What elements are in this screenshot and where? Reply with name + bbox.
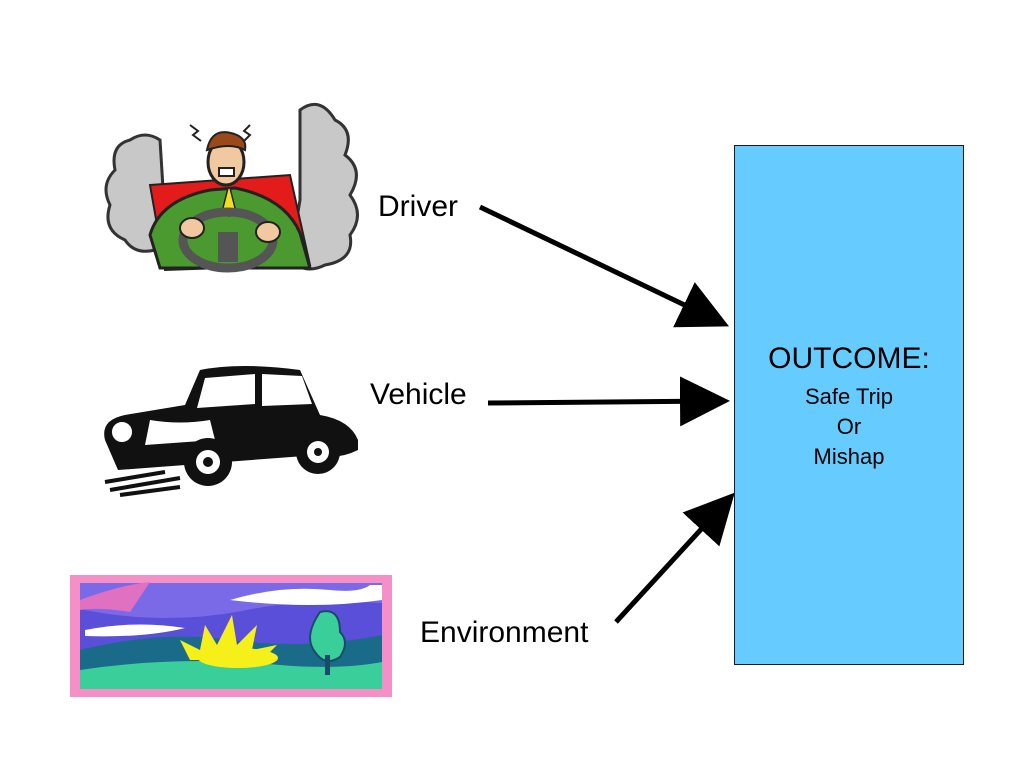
driver-label: Driver <box>378 190 458 223</box>
vehicle-label: Vehicle <box>370 378 467 411</box>
arrow-driver-to-outcome <box>478 204 730 328</box>
landscape-sunrise-icon <box>70 575 392 697</box>
arrow-vehicle-to-outcome <box>487 376 730 427</box>
outcome-box: OUTCOME: Safe Trip Or Mishap <box>734 145 964 665</box>
outcome-lines: Safe Trip Or Mishap <box>735 382 963 472</box>
arrow-environment-to-outcome <box>614 492 735 624</box>
outcome-title: OUTCOME: <box>768 342 930 375</box>
vintage-car-icon <box>104 366 359 497</box>
stressed-driver-icon <box>104 102 359 273</box>
outcome-line-mishap: Mishap <box>813 444 885 469</box>
outcome-line-or: Or <box>836 414 862 439</box>
environment-label: Environment <box>420 616 589 649</box>
outcome-line-safe-trip: Safe Trip <box>804 384 894 409</box>
